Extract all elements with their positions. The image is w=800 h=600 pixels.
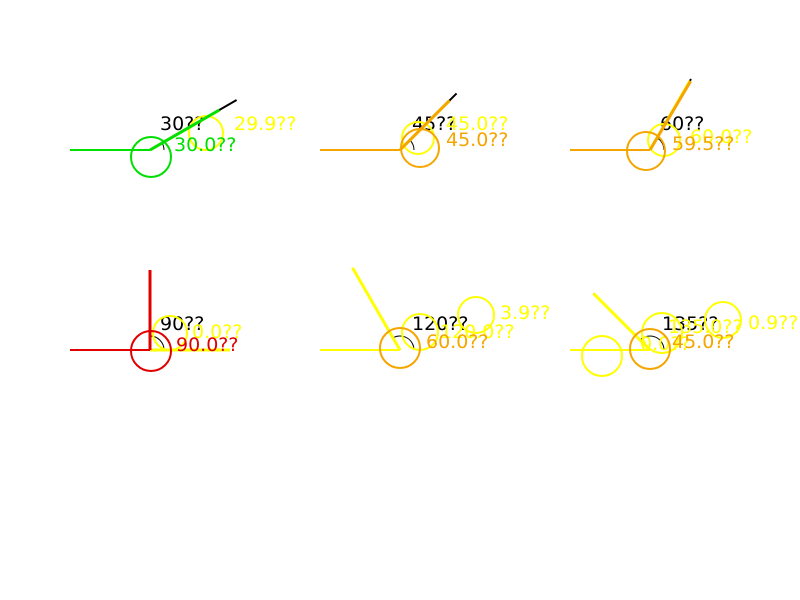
detected-ray xyxy=(351,266,402,351)
detection-overlay: 45.0?? xyxy=(320,99,508,168)
detection-overlay: 3.9?? xyxy=(457,296,550,334)
detection-label: 45.0?? xyxy=(446,113,508,135)
angle-title: 120?? xyxy=(412,313,468,335)
detection-label: 60.0?? xyxy=(426,331,488,353)
detection-circle xyxy=(400,128,440,168)
detection-label: 0.0?? xyxy=(192,321,242,343)
detection-circle xyxy=(130,330,172,372)
detection-circle xyxy=(704,301,742,339)
detection-circle xyxy=(641,312,683,354)
detected-ray xyxy=(648,80,692,151)
detection-overlay: 135.0?? xyxy=(570,292,743,354)
detection-label: 0.9?? xyxy=(748,312,798,334)
detection-label: 3.9?? xyxy=(500,302,550,324)
detected-ray xyxy=(398,99,451,152)
detection-circle xyxy=(457,296,495,334)
detection-circle xyxy=(401,121,435,155)
detection-label: 30.0?? xyxy=(174,134,236,156)
angle-panel-p120: 120?? 3.9??120.0??60.0?? xyxy=(320,266,550,369)
detection-label: 120.0?? xyxy=(440,321,515,343)
angle-arc xyxy=(392,335,415,351)
angle-panel-p30: 30?? 29.9??30.0?? xyxy=(70,99,296,178)
detection-overlay: 90.0?? xyxy=(70,270,238,372)
detection-overlay: 30.0?? xyxy=(70,108,236,178)
detection-circle xyxy=(130,136,172,178)
detection-overlay: 45.0?? xyxy=(629,328,734,370)
detection-label: 90.0?? xyxy=(176,334,238,356)
angle-panel-p135: 135??0.9??0.0??135.0??45.0?? xyxy=(570,292,798,377)
angle-panel-p45: 45??45.0??45.0?? xyxy=(320,92,508,168)
detection-overlay: 0.0?? xyxy=(581,333,690,377)
angle-title: 30?? xyxy=(160,113,204,135)
detection-overlay: 59.5?? xyxy=(570,80,734,171)
detection-overlay: 0.9?? xyxy=(704,301,798,339)
angle-title: 90?? xyxy=(160,313,204,335)
detection-label: 0.0?? xyxy=(640,333,690,355)
detected-ray xyxy=(149,108,221,152)
detection-label: 59.5?? xyxy=(672,133,734,155)
angle-panel-p60: 60??60.0??59.5?? xyxy=(570,78,752,171)
detection-circle xyxy=(379,327,421,369)
detection-label: 60.0?? xyxy=(690,126,752,148)
detected-ray xyxy=(592,292,652,352)
detection-circle xyxy=(581,335,623,377)
detection-circle xyxy=(629,328,671,370)
angle-panel-p90: 90??0.0??90.0?? xyxy=(70,270,242,372)
detection-label: 29.9?? xyxy=(234,113,296,135)
angle-title: 60?? xyxy=(660,113,704,135)
detection-overlay: 60.0?? xyxy=(379,327,488,369)
detection-label: 45.0?? xyxy=(672,331,734,353)
detection-label: 45.0?? xyxy=(446,129,508,151)
detection-circle xyxy=(626,131,666,171)
detection-label: 135.0?? xyxy=(668,316,743,338)
